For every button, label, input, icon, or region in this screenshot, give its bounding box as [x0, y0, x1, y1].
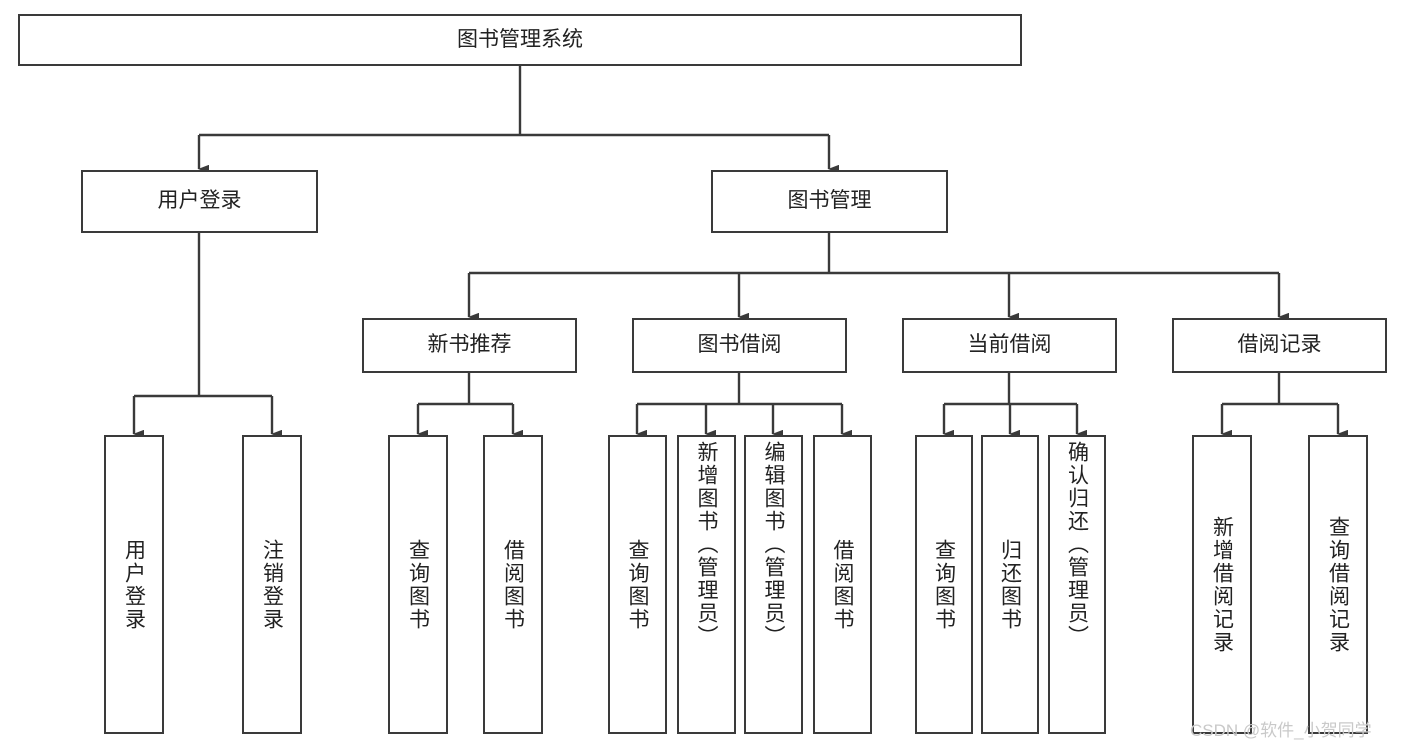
node-label: 图书管理 [787, 189, 872, 213]
node-book-manage[interactable]: 图书管理 [711, 170, 948, 233]
node-leaf-query-book-2[interactable]: 查询图书 [608, 435, 667, 734]
node-leaf-user-login[interactable]: 用户登录 [104, 435, 164, 734]
node-label: 当前借阅 [967, 333, 1052, 357]
node-leaf-query-book-3[interactable]: 查询图书 [915, 435, 973, 734]
node-root[interactable]: 图书管理系统 [18, 14, 1022, 66]
node-leaf-user-logout[interactable]: 注销登录 [242, 435, 302, 734]
node-label: 注销登录 [260, 538, 284, 631]
node-label: 查询借阅记录 [1326, 515, 1350, 654]
node-leaf-borrow-book-1[interactable]: 借阅图书 [483, 435, 543, 734]
node-user-login[interactable]: 用户登录 [81, 170, 318, 233]
node-leaf-query-borrow-record[interactable]: 查询借阅记录 [1308, 435, 1368, 734]
node-leaf-query-book-1[interactable]: 查询图书 [388, 435, 448, 734]
node-leaf-add-book-admin[interactable]: 新增图书（管理员） [677, 435, 736, 734]
node-leaf-borrow-book-2[interactable]: 借阅图书 [813, 435, 872, 734]
connector-paths [132, 66, 1348, 439]
node-label: 确认归还（管理员） [1065, 441, 1089, 648]
node-label: 借阅图书 [501, 538, 525, 631]
node-label: 用户登录 [122, 538, 146, 631]
node-leaf-return-book[interactable]: 归还图书 [981, 435, 1039, 734]
node-borrow-record[interactable]: 借阅记录 [1172, 318, 1387, 373]
node-label: 借阅记录 [1237, 333, 1322, 357]
node-label: 查询图书 [406, 538, 430, 631]
node-label: 编辑图书（管理员） [762, 441, 785, 648]
node-label: 图书管理系统 [457, 27, 583, 51]
node-label: 查询图书 [626, 538, 649, 631]
node-label: 用户登录 [157, 189, 242, 213]
node-current-borrow[interactable]: 当前借阅 [902, 318, 1117, 373]
node-label: 新增图书（管理员） [695, 441, 718, 648]
node-label: 图书借阅 [697, 333, 782, 357]
node-leaf-edit-book-admin[interactable]: 编辑图书（管理员） [744, 435, 803, 734]
node-book-borrow[interactable]: 图书借阅 [632, 318, 847, 373]
node-label: 新增借阅记录 [1210, 515, 1234, 654]
node-label: 借阅图书 [831, 538, 854, 631]
node-label: 查询图书 [932, 538, 956, 631]
node-leaf-confirm-return-admin[interactable]: 确认归还（管理员） [1048, 435, 1106, 734]
node-new-book-recommend[interactable]: 新书推荐 [362, 318, 577, 373]
node-label: 新书推荐 [427, 333, 512, 357]
node-label: 归还图书 [998, 538, 1022, 631]
node-leaf-add-borrow-record[interactable]: 新增借阅记录 [1192, 435, 1252, 734]
